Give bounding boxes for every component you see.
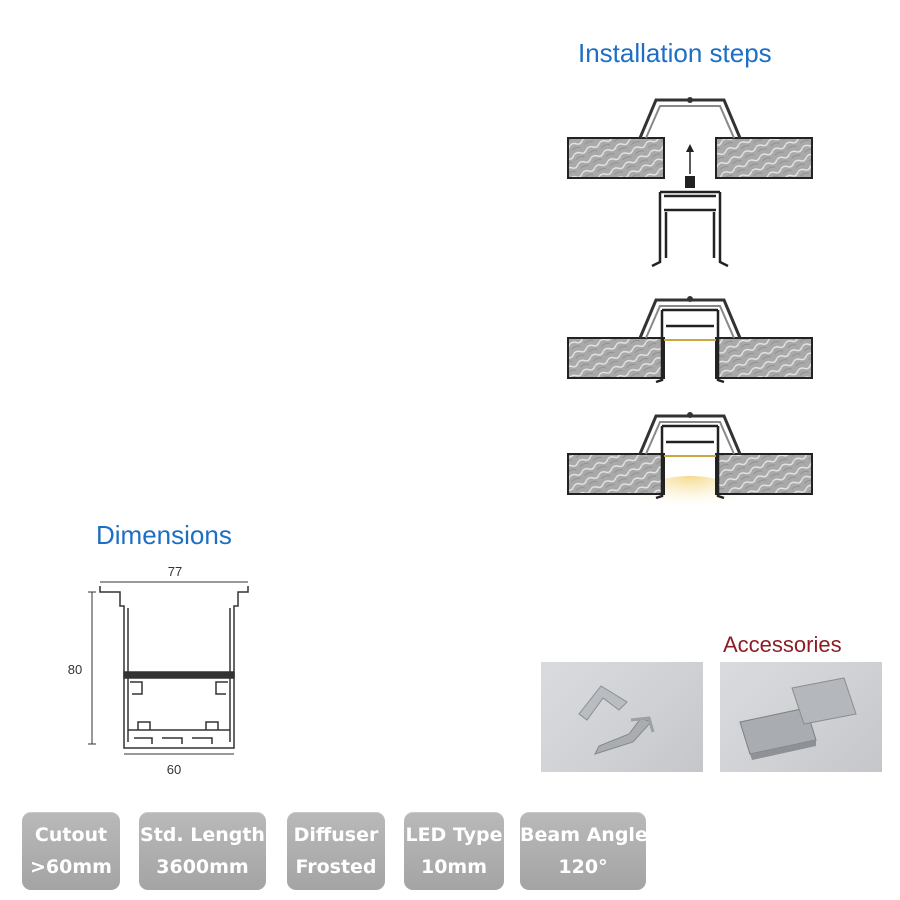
step-1-diagram: [567, 97, 813, 268]
height-label: 80: [68, 662, 82, 677]
spec-badge-beam-angle: Beam Angle 120°: [520, 812, 648, 890]
profile-dimension-drawing: 77 80 60: [68, 564, 249, 777]
dimension-width-top: 77: [100, 564, 248, 583]
installation-steps-diagram: [567, 97, 813, 520]
spec-badge-led-type: LED Type 10mm: [404, 812, 504, 890]
spec-value: 10mm: [420, 856, 488, 878]
spec-value: 120°: [558, 856, 608, 878]
spec-label: Cutout: [34, 824, 108, 846]
accessory-photo-brackets: [541, 662, 703, 772]
spec-label: LED Type: [405, 824, 503, 846]
dimensions-title: Dimensions: [96, 520, 232, 550]
accessory-photo-end-caps: [720, 662, 882, 772]
spec-badge-cutout: Cutout >60mm: [22, 812, 120, 890]
spec-value: Frosted: [295, 856, 377, 878]
width-top-label: 77: [168, 564, 182, 579]
spec-label: Diffuser: [293, 824, 379, 846]
installation-steps-title: Installation steps: [578, 38, 772, 68]
profile-outline: [99, 586, 249, 749]
spec-badge-diffuser: Diffuser Frosted: [287, 812, 385, 890]
spec-badge-length: Std. Length 3600mm: [139, 812, 266, 890]
dimension-width-bottom: 60: [124, 753, 234, 777]
spec-label: Beam Angle: [520, 824, 648, 846]
spec-value: 3600mm: [156, 856, 249, 878]
step-3-diagram: [567, 412, 813, 520]
step-2-diagram: [567, 296, 813, 384]
width-bottom-label: 60: [167, 762, 181, 777]
spec-value: >60mm: [30, 856, 112, 878]
spec-label: Std. Length: [140, 824, 265, 846]
dimension-height: 80: [68, 591, 96, 745]
accessories-title: Accessories: [723, 632, 842, 657]
